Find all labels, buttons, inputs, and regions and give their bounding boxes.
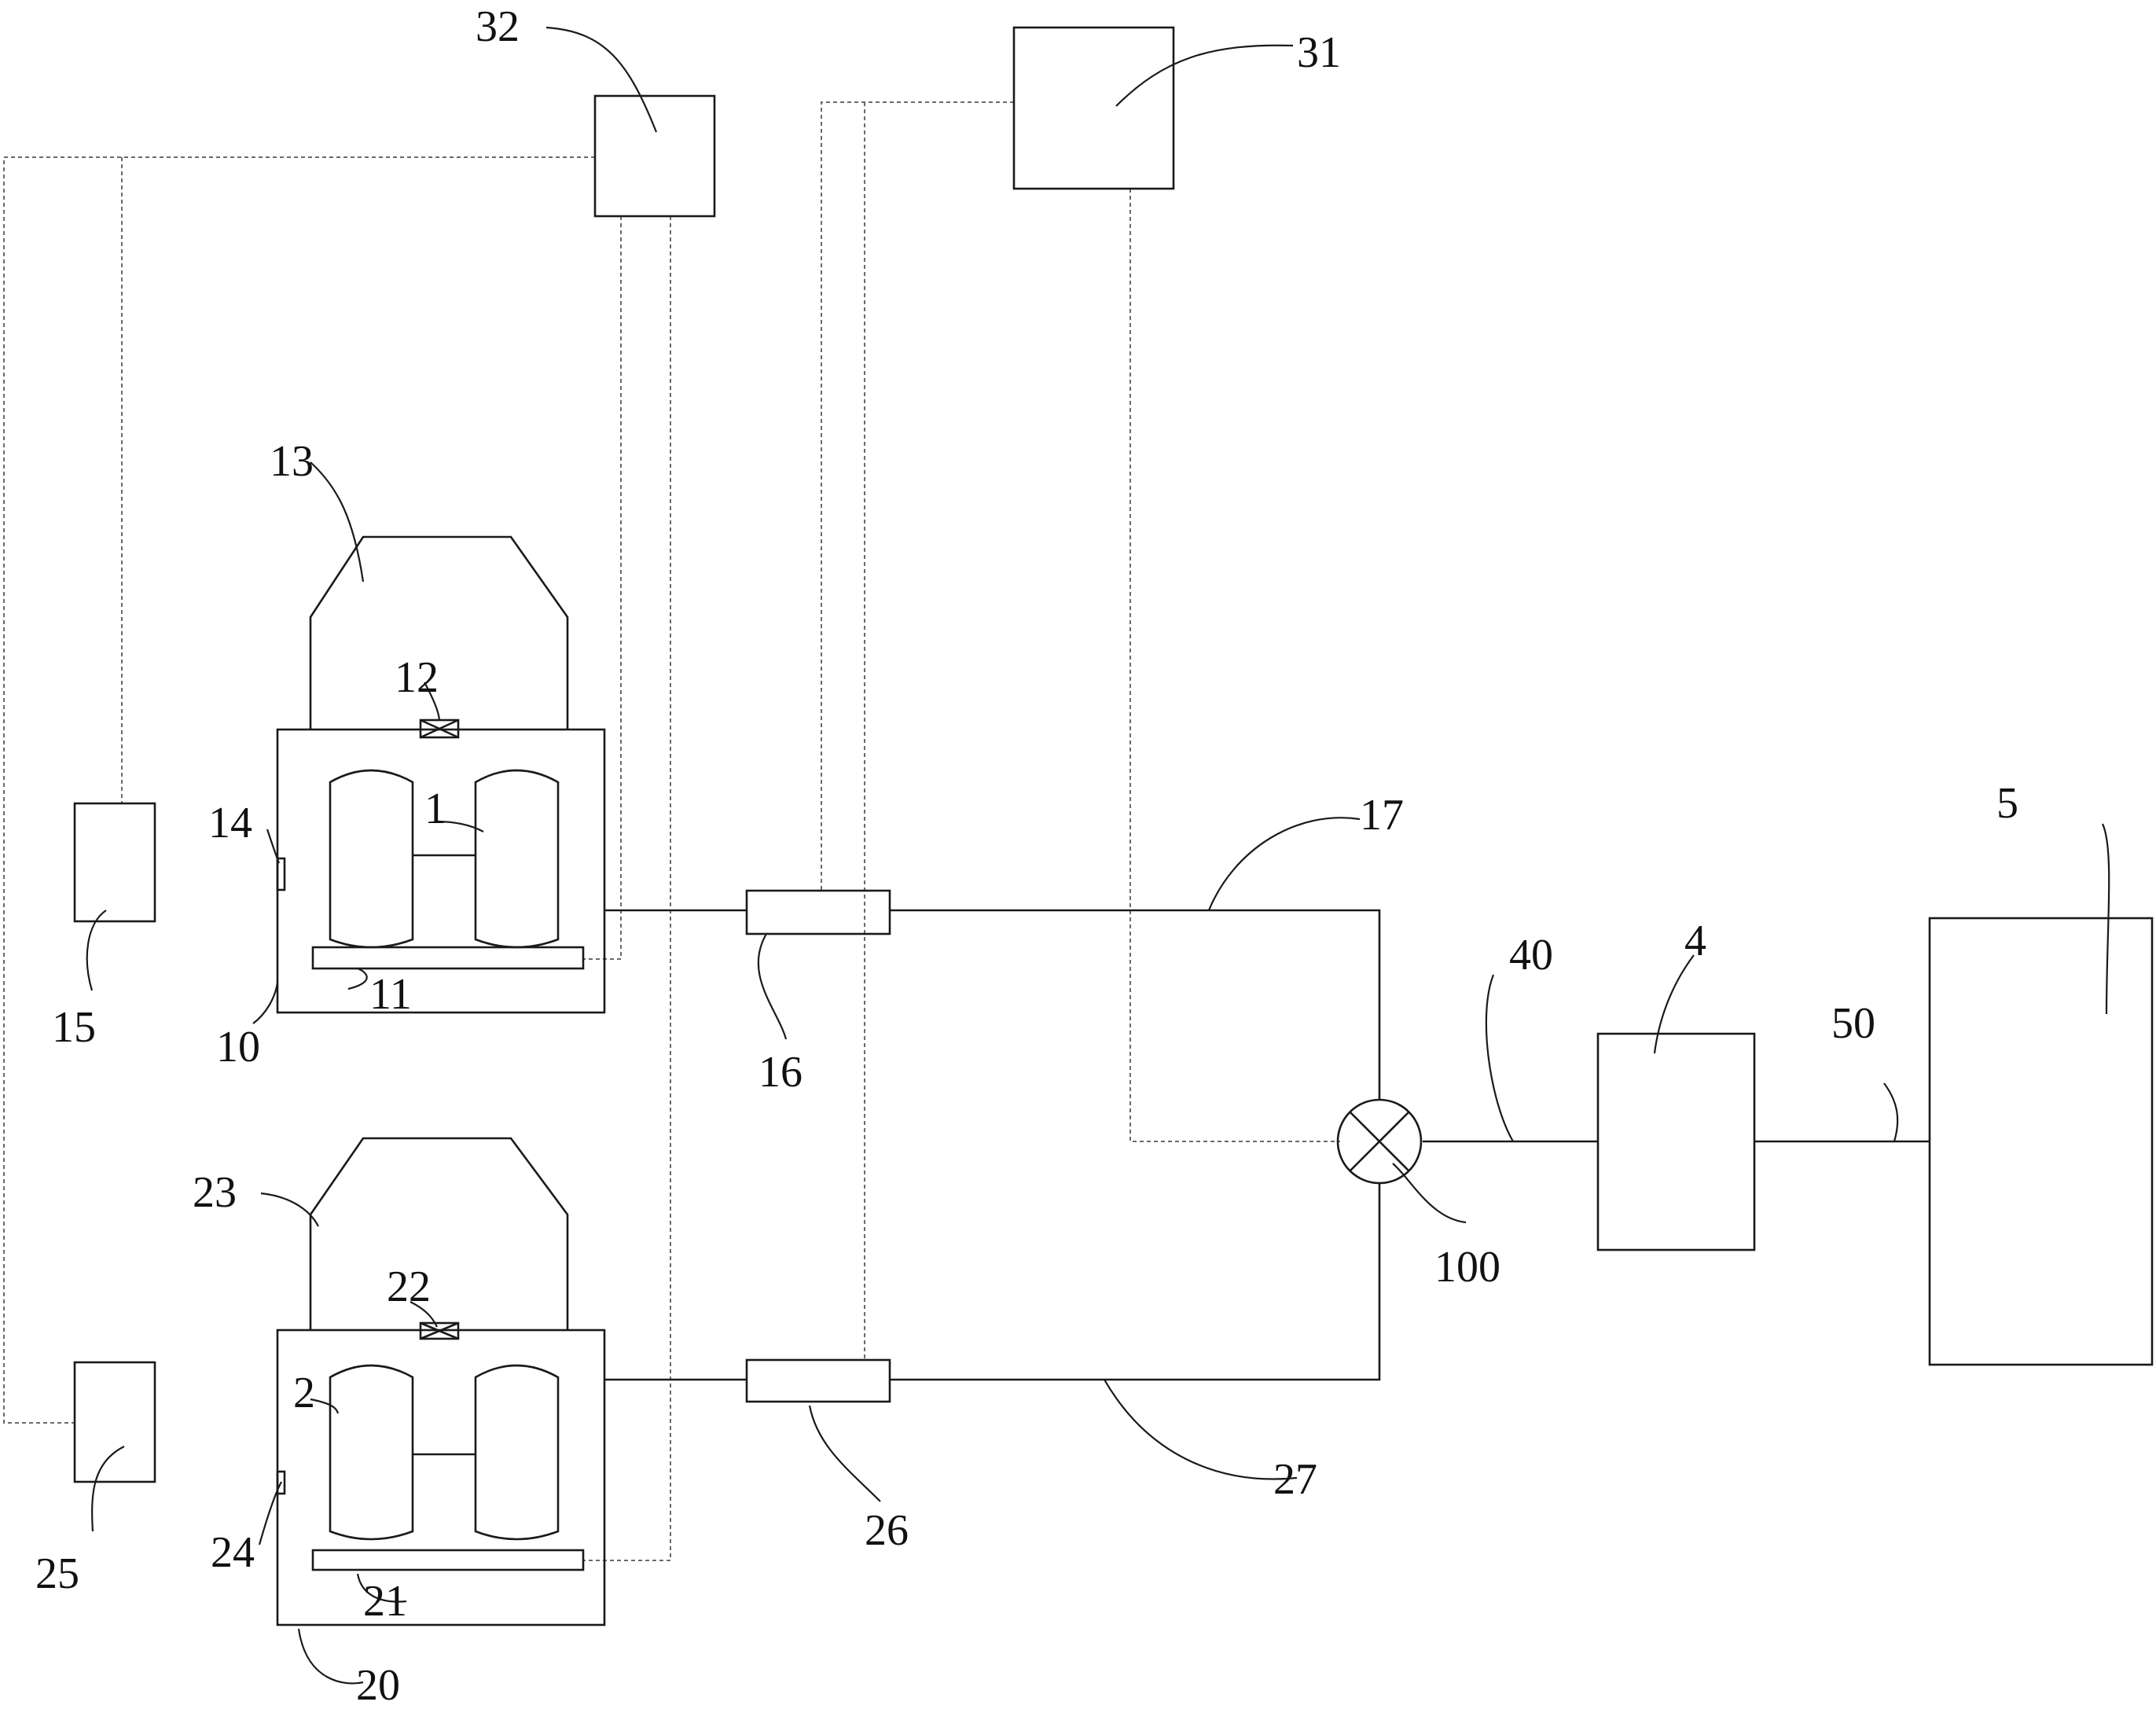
controller-31 [1012,26,1175,190]
label-100: 100 [1434,1243,1500,1292]
sensor-26 [745,1358,891,1403]
device-5 [1928,917,2154,1366]
label-13: 13 [270,437,314,486]
label-26: 26 [865,1506,909,1555]
device-4 [1596,1032,1756,1251]
hood-13 [309,535,569,730]
label-40: 40 [1509,931,1553,979]
label-16: 16 [758,1048,803,1097]
label-27: 27 [1273,1455,1317,1504]
label-14: 14 [208,799,252,847]
label-23: 23 [193,1168,237,1217]
sensor-25 [73,1361,156,1483]
base-plate-11 [311,946,585,970]
housing-10 [276,728,606,1014]
compressor-2 [329,1364,560,1541]
label-2: 2 [293,1369,315,1417]
pipe-17 [604,909,1381,1101]
housing-20 [276,1329,606,1626]
contact-24 [276,1470,286,1495]
label-50: 50 [1831,999,1875,1048]
label-11: 11 [369,970,412,1019]
label-10: 10 [216,1023,260,1071]
label-5: 5 [1996,779,2018,828]
label-17: 17 [1360,791,1404,840]
label-12: 12 [395,653,439,702]
label-15: 15 [52,1003,96,1052]
pipes [604,909,1930,1381]
sensor-16 [745,889,891,935]
label-1: 1 [424,785,446,833]
leader-lines [86,26,2110,1685]
control-wiring [3,101,1340,1561]
label-22: 22 [387,1262,431,1311]
compressor-1 [329,769,560,949]
label-25: 25 [35,1549,79,1598]
sensor-15 [73,802,156,923]
unit-10 [276,535,606,1014]
valve-22 [419,1321,460,1340]
label-24: 24 [211,1528,255,1577]
contact-14 [276,857,286,891]
unit-20 [276,1137,606,1626]
pipe-27 [604,1183,1381,1381]
label-20: 20 [356,1661,400,1709]
valve-100 [1336,1098,1423,1185]
label-4: 4 [1684,917,1706,965]
base-plate-21 [311,1549,585,1571]
label-21: 21 [363,1577,407,1626]
reference-labels: 32 31 13 12 14 1 15 11 10 16 17 40 4 5 5… [35,2,2018,1709]
controller-32 [593,94,716,218]
hood-23 [309,1137,569,1330]
label-32: 32 [476,2,520,51]
label-31: 31 [1297,28,1341,77]
